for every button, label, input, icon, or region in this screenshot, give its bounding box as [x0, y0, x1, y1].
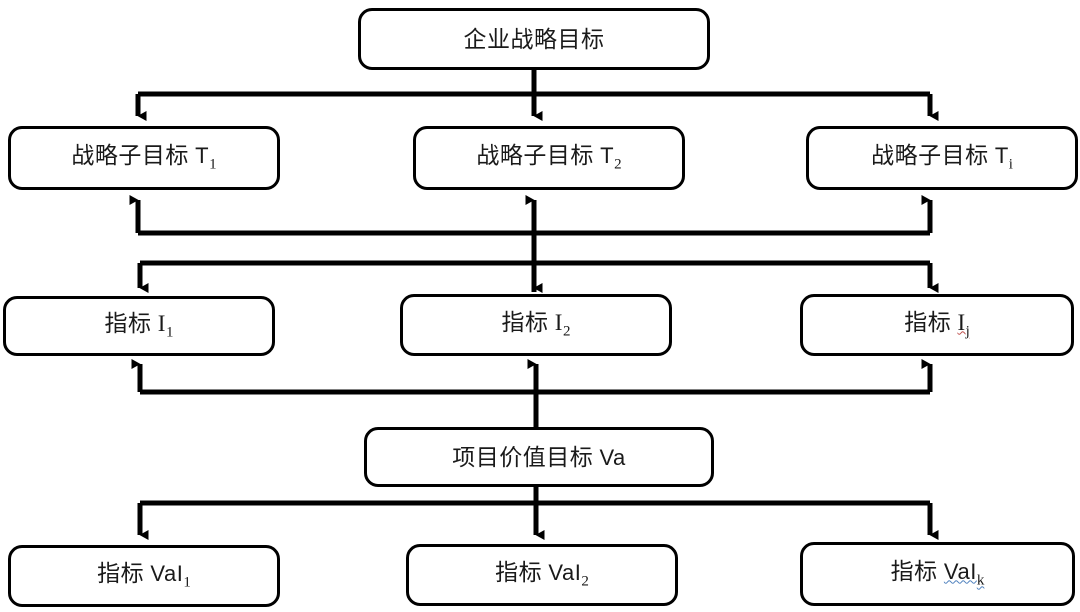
node-label: 指标 VaIk	[890, 558, 985, 589]
node-label: 项目价值目标 Va	[452, 444, 626, 470]
node-label: 战略子目标 T1	[71, 142, 217, 173]
node-label: 战略子目标 Ti	[871, 142, 1013, 173]
node-label: 指标 Ij	[904, 309, 970, 340]
node-value-indicator-vaik[interactable]: 指标 VaIk	[800, 542, 1075, 606]
connector-subgoals-to-indicators	[137, 260, 939, 293]
node-enterprise-strategic-goal[interactable]: 企业战略目标	[358, 8, 710, 70]
node-value-indicator-vai2[interactable]: 指标 VaI2	[406, 544, 678, 606]
node-label: 战略子目标 T2	[476, 142, 622, 173]
connector-va-to-value-indicators	[137, 487, 939, 540]
node-label: 指标 I2	[501, 309, 571, 340]
node-project-value-goal-va[interactable]: 项目价值目标 Va	[364, 427, 714, 487]
node-indicator-ij[interactable]: 指标 Ij	[800, 294, 1074, 356]
node-label: 指标 I1	[104, 310, 174, 341]
node-strategic-subgoal-t1[interactable]: 战略子目标 T1	[8, 126, 280, 190]
spellcheck-underlined-text: VaI	[943, 558, 977, 584]
spellcheck-underlined-text: I	[957, 309, 966, 335]
node-strategic-subgoal-ti[interactable]: 战略子目标 Ti	[806, 126, 1078, 190]
node-value-indicator-vai1[interactable]: 指标 VaI1	[8, 545, 280, 607]
node-label: 指标 VaI2	[495, 559, 589, 590]
connector-indicators-to-subgoals	[129, 195, 933, 236]
connector-goal-to-subgoals	[135, 70, 939, 121]
connector-va-to-indicators	[131, 359, 933, 427]
node-indicator-i2[interactable]: 指标 I2	[400, 294, 672, 356]
node-indicator-i1[interactable]: 指标 I1	[3, 296, 275, 356]
node-strategic-subgoal-t2[interactable]: 战略子目标 T2	[413, 126, 685, 190]
node-label: 指标 VaI1	[97, 560, 191, 591]
node-label: 企业战略目标	[463, 26, 605, 52]
